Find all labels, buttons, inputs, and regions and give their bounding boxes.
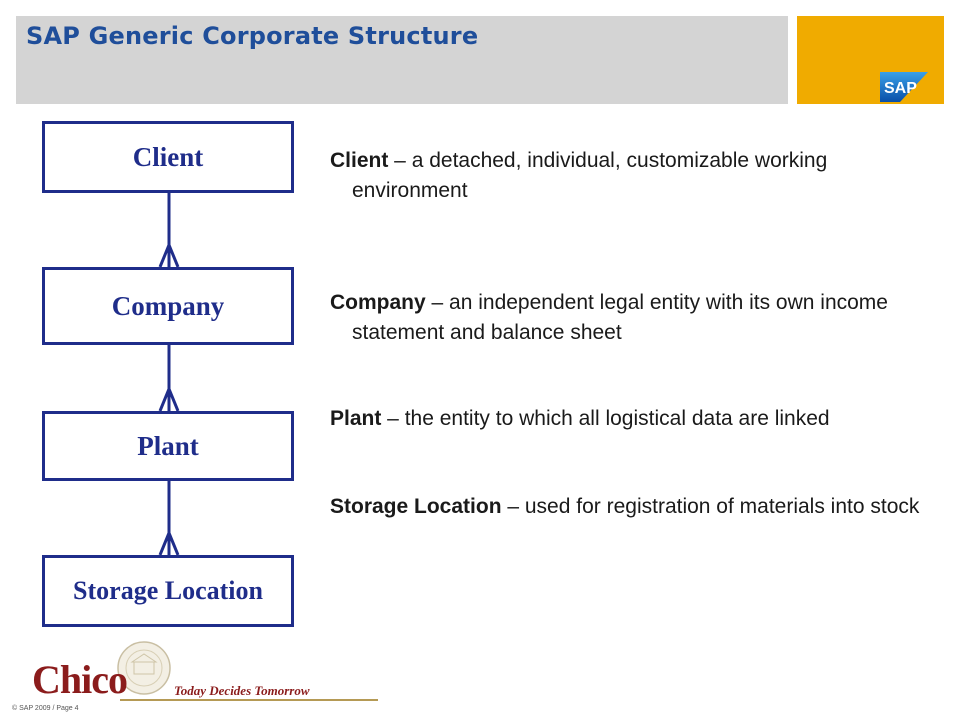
description-plant: Plant – the entity to which all logistic… [330,404,942,434]
tagline: Today Decides Tomorrow [174,683,310,698]
description-storage-location: Storage Location – used for registration… [330,492,942,522]
logo-panel [797,16,944,104]
connector-plant-storage [158,481,180,555]
entity-label: Company [111,290,225,321]
description-term: Storage Location [330,495,502,518]
description-text: – the entity to which all logistical dat… [381,407,830,430]
description-term: Plant [330,407,382,430]
description-text: – used for registration of materials int… [501,495,920,518]
description-text: – a detached, individual, customizable w… [352,149,828,202]
university-seal-icon [117,641,171,695]
sap-logo: SAP [880,72,928,102]
connector-client-company [158,193,180,267]
entity-box-client: Client [42,121,294,193]
description-term: Client [330,149,389,172]
entity-label: Storage Location [73,576,263,605]
header-bar [16,16,788,104]
copyright: © SAP 2009 / Page 4 [12,705,79,712]
chico-logo: Chico [32,657,128,702]
connector-company-plant [158,345,180,411]
description-company: Company – an independent legal entity wi… [330,288,942,348]
page-title: SAP Generic Corporate Structure [26,22,479,50]
entity-box-plant: Plant [42,411,294,481]
entity-label: Plant [137,430,199,461]
description-term: Company [330,291,426,314]
entity-box-company: Company [42,267,294,345]
description-text: – an independent legal entity with its o… [352,291,888,344]
entity-label: Client [132,141,204,172]
footer-rule [120,699,378,701]
sap-logo-text: SAP [884,80,917,97]
entity-box-storage-location: Storage Location [42,555,294,627]
description-client: Client – a detached, individual, customi… [330,146,942,206]
